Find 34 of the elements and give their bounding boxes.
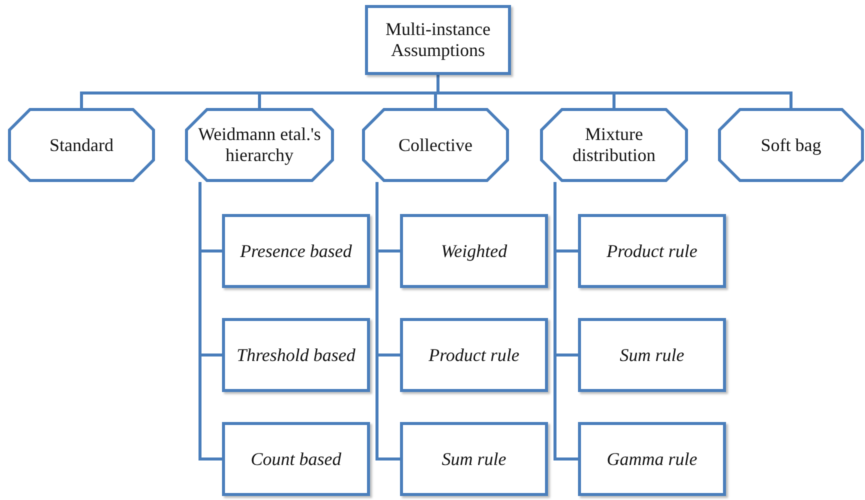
subcategory-box <box>578 318 726 392</box>
category-box <box>365 5 511 75</box>
subcategory-box <box>222 318 370 392</box>
node-label: Mixture distribution <box>571 124 656 166</box>
category-octagon <box>185 108 334 182</box>
connector-line <box>436 75 792 108</box>
connector-line <box>198 182 222 460</box>
node-label: Weidmann etal.'s hierarchy <box>197 124 322 166</box>
node-label: Standard <box>48 134 114 156</box>
node-label: Sum rule <box>440 448 508 470</box>
node-label: Presence based <box>239 240 353 262</box>
node-label: Count based <box>250 448 342 470</box>
subcategory-box <box>222 214 370 288</box>
node-label: Product rule <box>428 344 520 366</box>
subcategory-box <box>578 422 726 496</box>
connector-line <box>554 182 578 460</box>
node-label: Collective <box>398 134 474 156</box>
node-label: Multi-instance Assumptions <box>384 19 492 61</box>
node-label: Threshold based <box>236 344 356 366</box>
node-label: Gamma rule <box>606 448 698 470</box>
category-octagon <box>8 108 155 182</box>
node-label: Soft bag <box>760 134 822 156</box>
subcategory-box <box>578 214 726 288</box>
connector-line <box>376 182 400 460</box>
subcategory-box <box>400 422 548 496</box>
node-label: Sum rule <box>618 344 686 366</box>
category-octagon <box>362 108 509 182</box>
subcategory-box <box>400 214 548 288</box>
subcategory-box <box>400 318 548 392</box>
node-label: Weighted <box>440 240 508 262</box>
category-octagon <box>540 108 688 182</box>
category-octagon <box>718 108 864 182</box>
node-label: Product rule <box>606 240 698 262</box>
subcategory-box <box>222 422 370 496</box>
